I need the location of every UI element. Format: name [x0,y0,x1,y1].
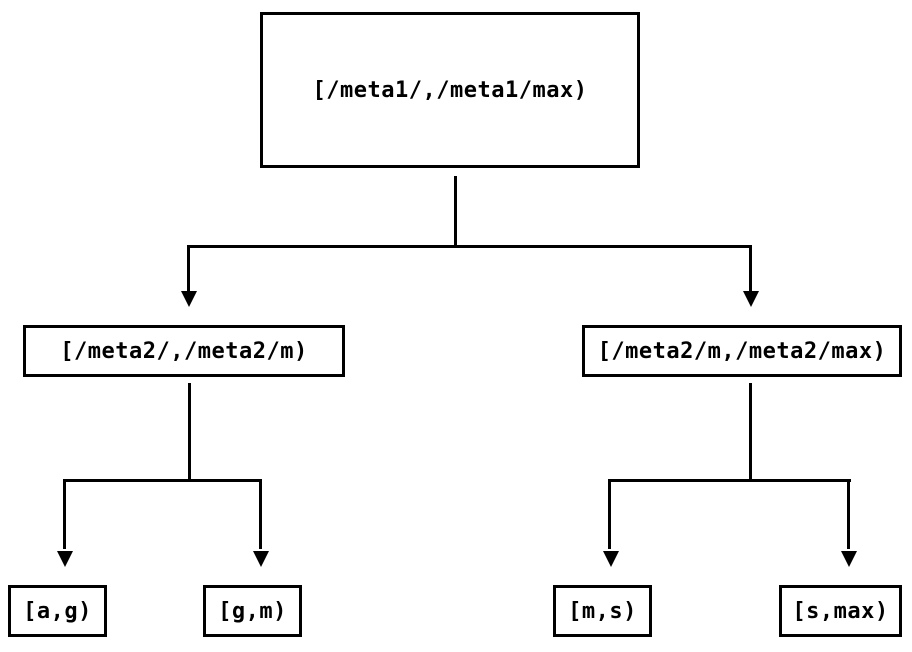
edge-mid-left-rail [63,479,262,482]
arrowhead-down-icon [841,551,857,567]
edge-mid-right-stem [749,383,752,482]
node-mid-left-interval: [/meta2/,/meta2/m) [23,325,345,377]
node-leaf-m-s: [m,s) [553,585,652,637]
edge-root-rail [187,245,752,248]
node-root-interval: [/meta1/,/meta1/max) [260,12,640,168]
arrowhead-down-icon [181,291,197,307]
node-leaf-s-max: [s,max) [779,585,902,637]
edge-root-to-mid-right-drop [749,245,752,291]
edge-root-to-mid-left-drop [187,245,190,291]
node-mid-right-interval: [/meta2/m,/meta2/max) [582,325,902,377]
edge-mid-left-stem [188,383,191,482]
edge-mid-right-to-leaf-m-s-drop [608,479,611,549]
edge-mid-right-to-leaf-s-max-drop [847,479,850,549]
node-leaf-g-m: [g,m) [203,585,302,637]
edge-root-stem [454,176,457,248]
node-leaf-a-g: [a,g) [8,585,107,637]
arrowhead-down-icon [743,291,759,307]
edge-mid-left-to-leaf-g-m-drop [259,479,262,549]
arrowhead-down-icon [57,551,73,567]
arrowhead-down-icon [603,551,619,567]
edge-mid-left-to-leaf-a-g-drop [63,479,66,549]
arrowhead-down-icon [253,551,269,567]
edge-mid-right-rail [608,479,851,482]
